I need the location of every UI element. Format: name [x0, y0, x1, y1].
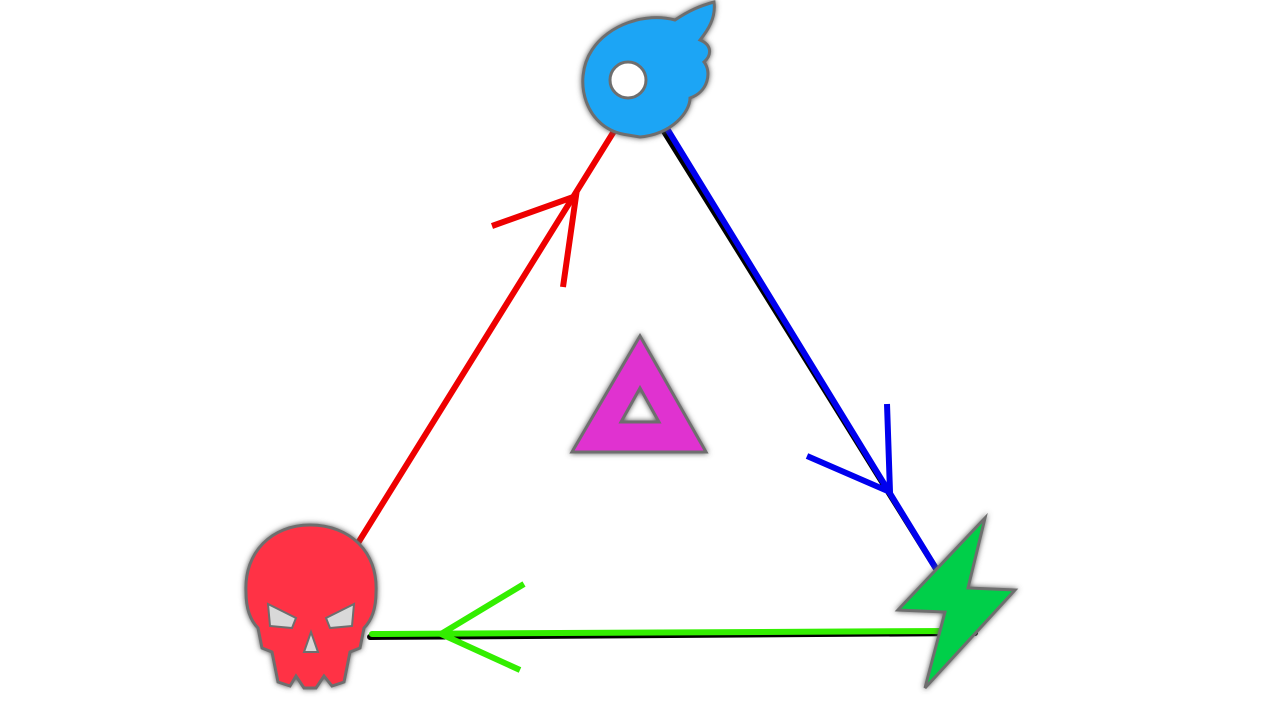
fire-icon — [581, 0, 716, 139]
edge-skull-to-fire — [355, 125, 619, 546]
delta-triangle-icon — [569, 333, 709, 454]
triangle-outline — [367, 87, 978, 640]
arrowhead-red — [490, 191, 580, 288]
lightning-icon — [894, 512, 1019, 690]
edge-fire-to-lightning — [660, 119, 938, 570]
skull-icon — [244, 523, 378, 690]
arrowhead-green — [434, 581, 526, 673]
edge-line-blue — [660, 119, 938, 570]
edge-line-green — [369, 628, 951, 637]
arrowhead-blue — [805, 403, 894, 497]
edge-lightning-to-skull — [369, 581, 951, 673]
edge-line-red — [355, 125, 619, 546]
